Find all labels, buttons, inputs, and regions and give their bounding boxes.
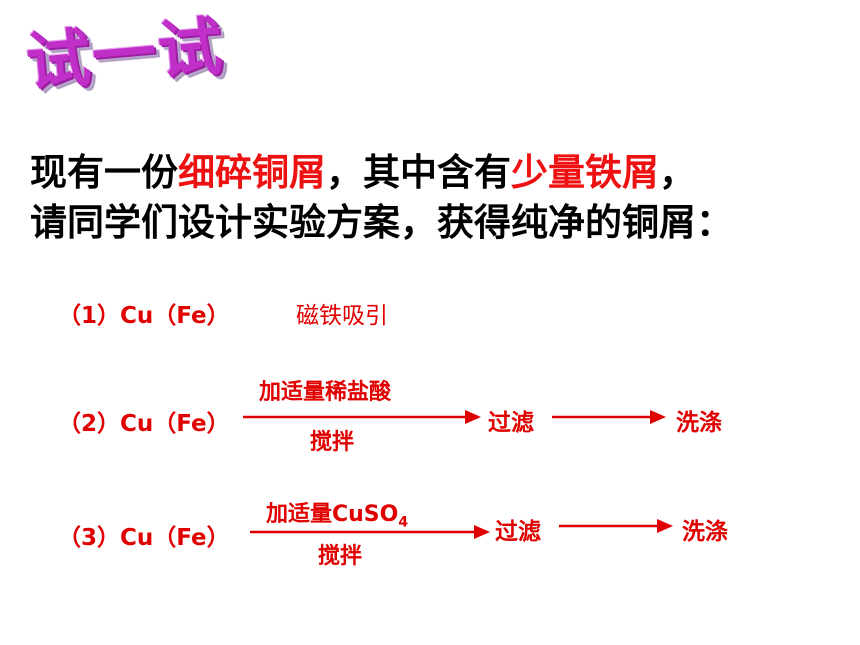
intro-text: 现有一份	[30, 151, 178, 194]
method-3-reagent: 加适量CuSO	[266, 502, 399, 527]
method-3-condition-above: 加适量CuSO4	[266, 496, 408, 530]
method-2-condition-above: 加适量稀盐酸	[259, 380, 392, 405]
method-1-label: （1）Cu（Fe）	[58, 303, 230, 329]
intro-text: ，	[659, 151, 696, 194]
method-3-arrow-2	[559, 519, 673, 533]
intro-line-1: 现有一份细碎铜屑，其中含有少量铁屑，	[30, 148, 733, 198]
method-3-arrow-1	[250, 525, 490, 539]
highlight-iron-scraps: 少量铁屑	[511, 151, 659, 194]
intro-text: ，其中含有	[326, 151, 511, 194]
intro-paragraph: 现有一份细碎铜屑，其中含有少量铁屑， 请同学们设计实验方案，获得纯净的铜屑：	[30, 148, 733, 248]
method-1-action: 磁铁吸引	[296, 303, 388, 329]
method-2-step-wash: 洗涤	[676, 410, 722, 436]
method-3-reagent-subscript: 4	[398, 514, 409, 531]
method-3-condition-below: 搅拌	[318, 544, 363, 569]
intro-line-2: 请同学们设计实验方案，获得纯净的铜屑：	[30, 201, 733, 244]
slide-title: 试一试	[23, 10, 227, 102]
method-3-label: （3）Cu（Fe）	[58, 525, 230, 551]
method-3-step-filter: 过滤	[495, 519, 541, 545]
method-2-arrow-1	[243, 410, 481, 424]
method-2-label: （2）Cu（Fe）	[58, 411, 230, 437]
method-2-step-filter: 过滤	[488, 410, 534, 436]
method-2-condition-below: 搅拌	[310, 430, 355, 455]
highlight-copper-scraps: 细碎铜屑	[178, 151, 326, 194]
method-3-step-wash: 洗涤	[682, 519, 728, 545]
method-2-arrow-2	[552, 410, 666, 424]
